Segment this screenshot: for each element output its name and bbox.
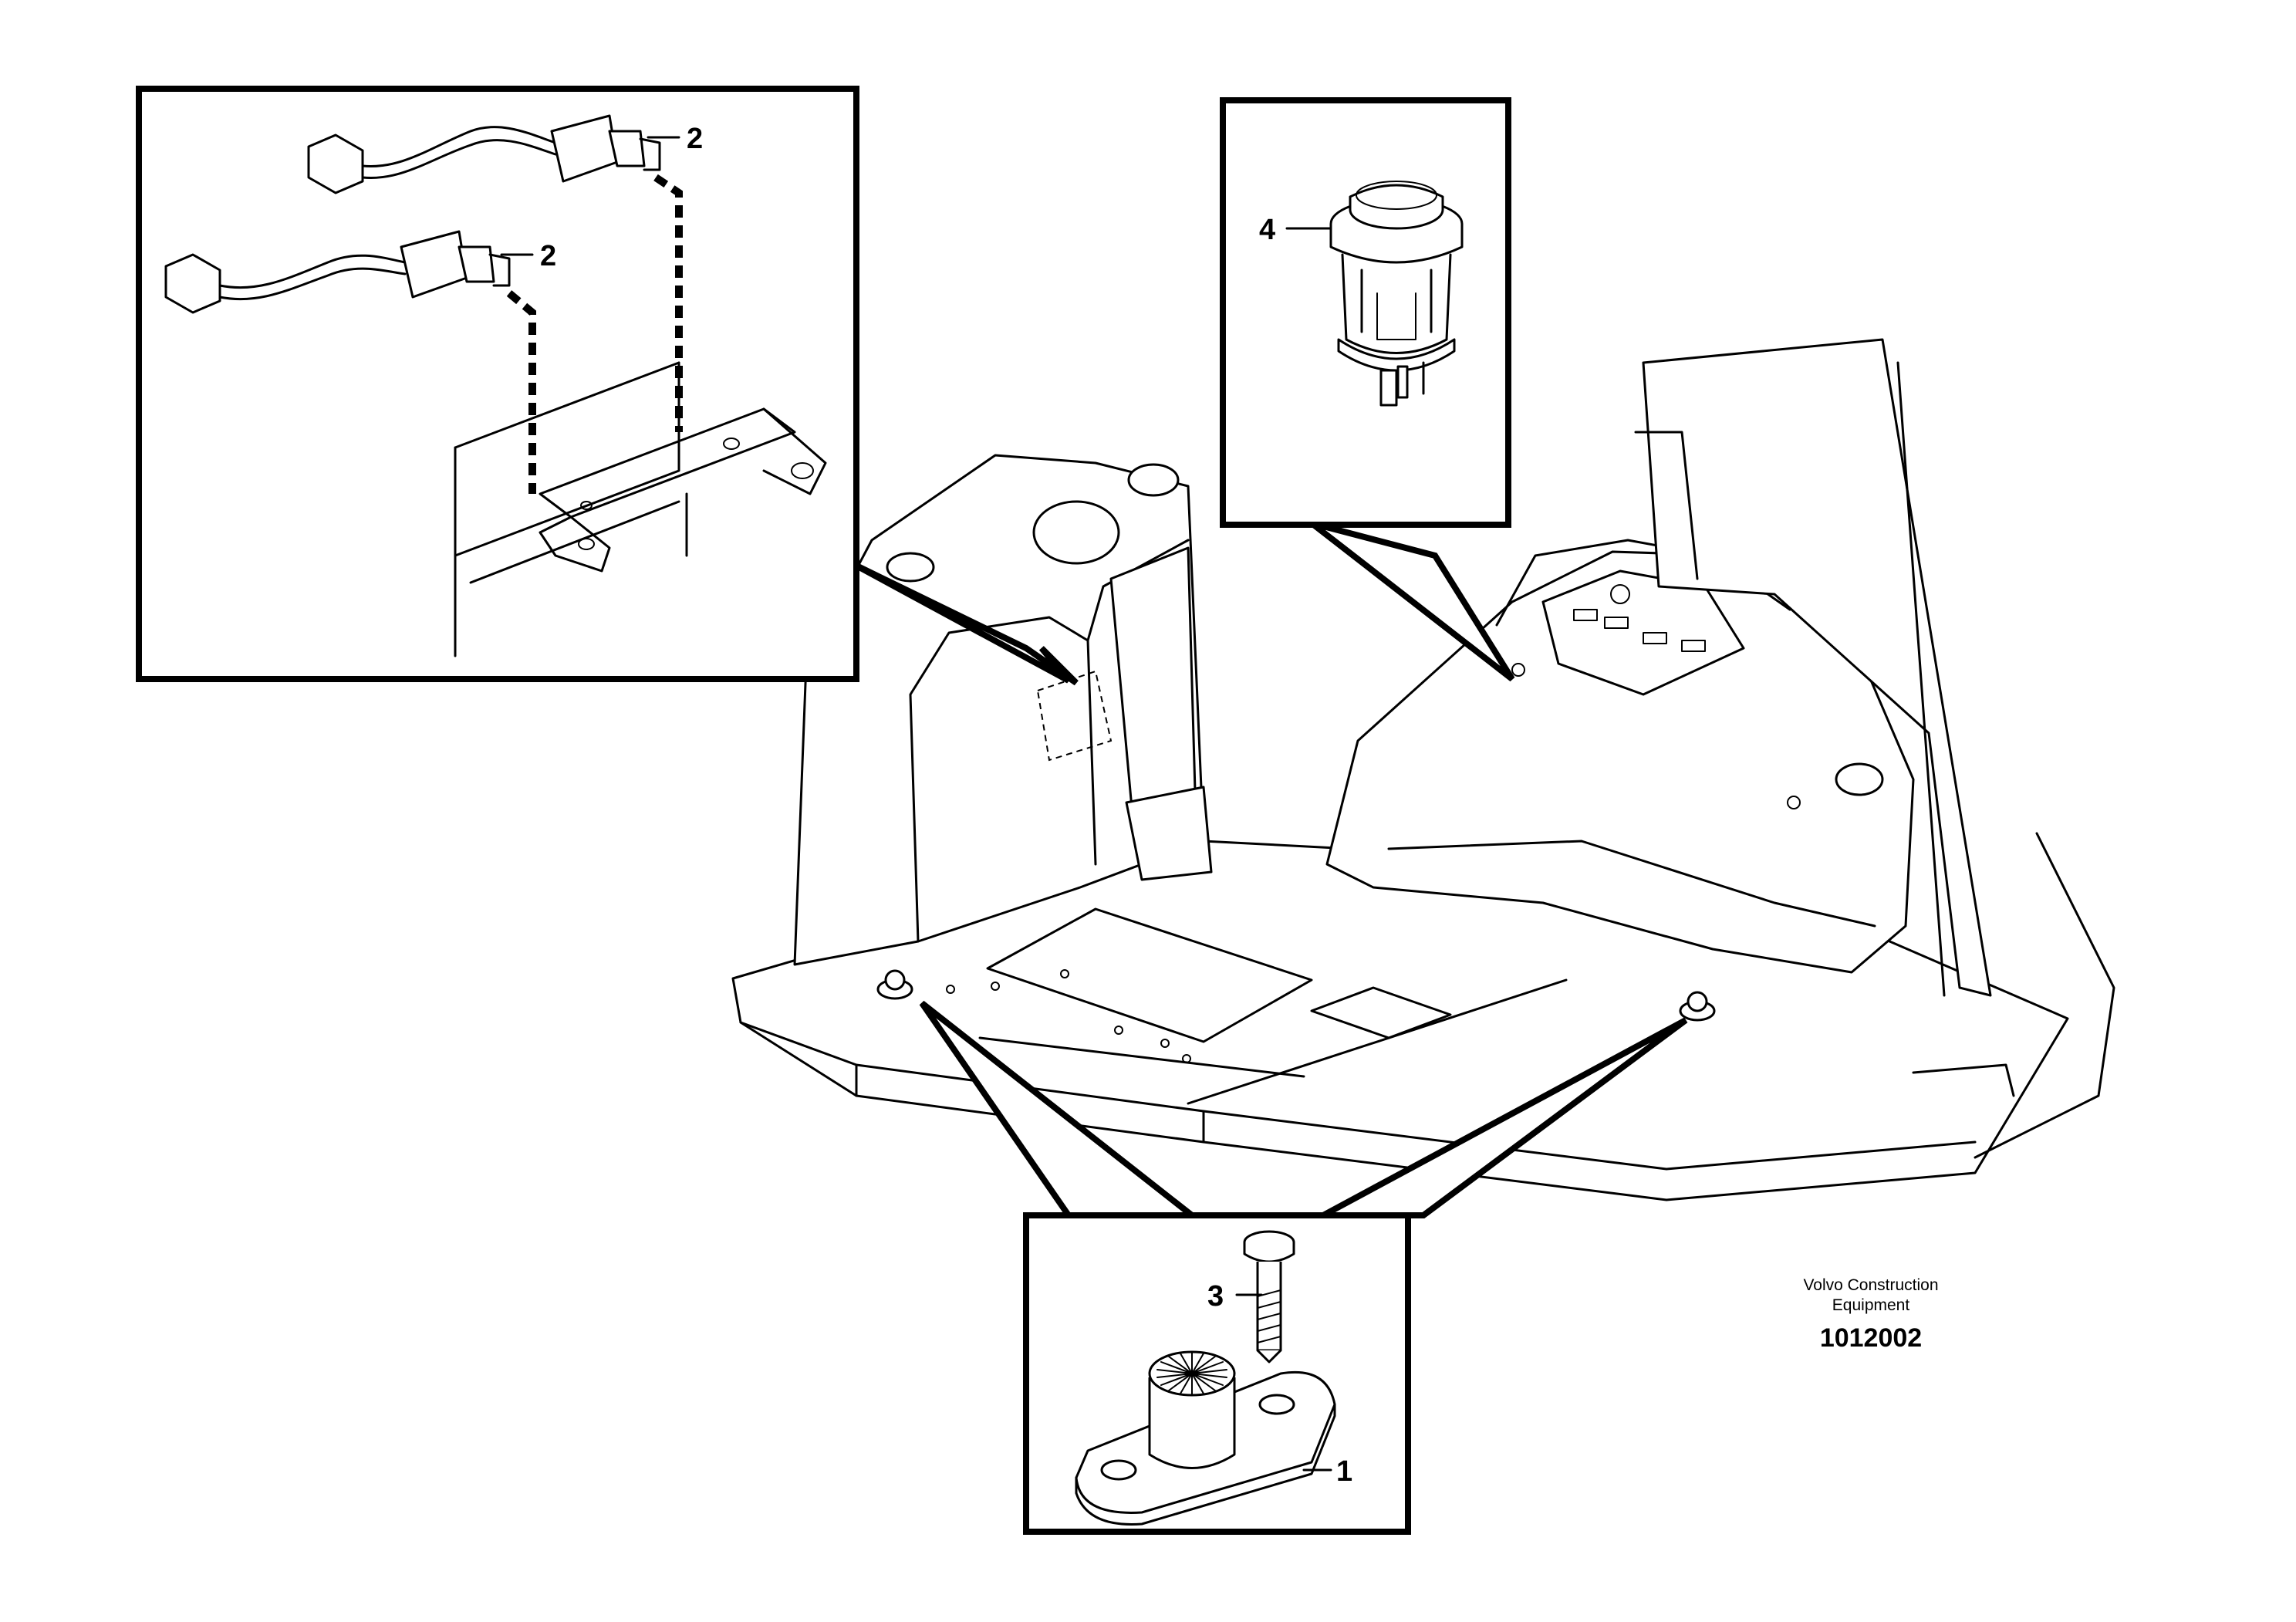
sensor-lower xyxy=(164,230,511,314)
callout-2-lower: 2 xyxy=(540,240,556,272)
leader-wedge-sensors xyxy=(853,562,1079,686)
detail-box-buffer: 3 1 xyxy=(1023,1212,1411,1535)
detail-box-sensors: 2 2 xyxy=(136,86,859,682)
brand-line-1: Volvo Construction xyxy=(1803,1276,1938,1294)
rubber-buffer xyxy=(1075,1350,1336,1526)
callout-4: 4 xyxy=(1259,214,1275,246)
instrument-display xyxy=(1573,584,1706,652)
callout-3: 3 xyxy=(1207,1280,1224,1313)
screw xyxy=(1243,1230,1295,1363)
leader-wedge-socket xyxy=(1309,520,1515,682)
detail-box-socket: 4 xyxy=(1220,97,1511,528)
callout-2-upper: 2 xyxy=(687,123,703,155)
drawing-number: 1012002 xyxy=(1820,1323,1922,1353)
callout-1: 1 xyxy=(1336,1455,1352,1488)
power-socket xyxy=(1329,181,1464,407)
sensor-upper xyxy=(307,114,661,194)
brand-line-2: Equipment xyxy=(1832,1296,1910,1314)
